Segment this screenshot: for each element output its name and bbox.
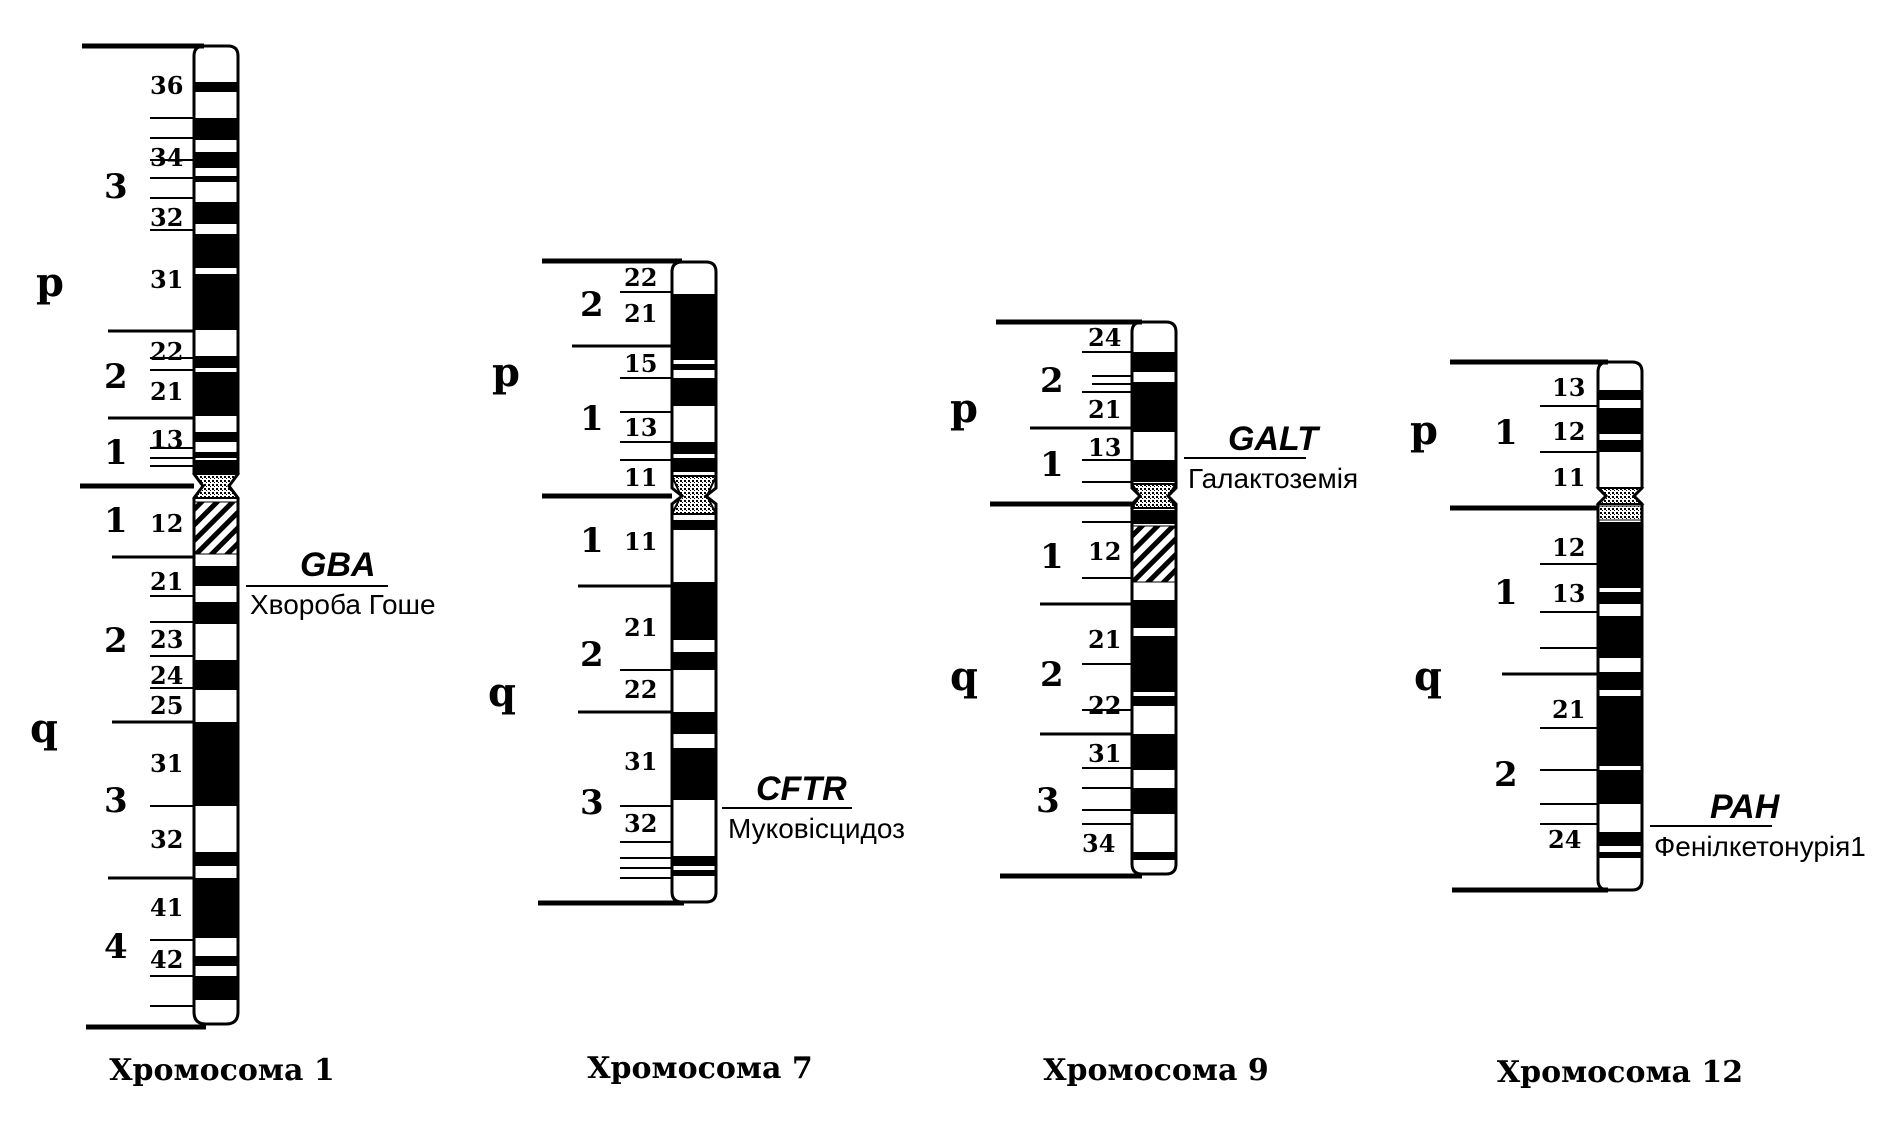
region-label: 3	[104, 781, 128, 821]
chromosome-9-outline	[1130, 320, 1178, 876]
chromosome-7-bands	[670, 294, 718, 876]
band-label: 25	[150, 691, 183, 720]
gene-symbol: GALT	[1228, 420, 1321, 458]
region-label: 3	[580, 783, 604, 823]
gene-disease: Галактоземія	[1188, 463, 1358, 494]
region-label: 1	[580, 399, 604, 439]
chromosome-1-outline	[192, 44, 240, 1026]
chromosome-7-outline	[670, 260, 718, 904]
region-label: 1	[104, 501, 128, 541]
band-label: 21	[150, 567, 183, 596]
region-label: 2	[1040, 655, 1064, 695]
chromosome-caption: Хромосома 9	[1043, 1053, 1268, 1088]
band-label: 21	[624, 613, 657, 642]
region-label: 2	[580, 635, 604, 675]
band-label: 22	[624, 675, 657, 704]
chromosome-9-bands	[1130, 352, 1178, 860]
region-label: 2	[1494, 755, 1518, 795]
arm-label-p: p	[950, 385, 978, 432]
band-label: 13	[150, 425, 183, 454]
band-label: 21	[1552, 695, 1585, 724]
gene-symbol: PAH	[1710, 788, 1781, 826]
band-label: 21	[1088, 625, 1121, 654]
gene-disease: Муковісцидоз	[728, 813, 905, 844]
band-label: 12	[1088, 537, 1121, 566]
band-label: 12	[1552, 533, 1585, 562]
arm-label-q: q	[488, 669, 516, 716]
band-label: 12	[150, 509, 183, 538]
band-label: 32	[624, 809, 657, 838]
band-label: 31	[1088, 739, 1121, 768]
band-label: 23	[150, 625, 183, 654]
band-label: 34	[1082, 829, 1115, 858]
arm-label-p: p	[492, 349, 520, 396]
band-label: 22	[1088, 691, 1121, 720]
arm-label-q: q	[30, 705, 58, 752]
arm-label-q: q	[1414, 653, 1442, 700]
region-label: 1	[1494, 573, 1518, 613]
chromosome-9: 24 21 13 12 21 22 31 34 2 1 1 2 3 p q GA…	[950, 319, 1358, 1088]
region-label: 3	[104, 167, 128, 207]
region-label: 1	[1040, 445, 1064, 485]
band-label: 13	[1552, 579, 1585, 608]
band-label: 31	[150, 265, 183, 294]
region-label: 1	[580, 521, 604, 561]
chromosome-1-bands	[192, 82, 240, 1000]
gene-disease: Фенілкетонурія1	[1654, 831, 1866, 862]
band-label: 34	[150, 143, 183, 172]
band-label: 13	[624, 413, 657, 442]
band-label: 12	[1552, 417, 1585, 446]
band-label: 32	[150, 203, 183, 232]
chromosome-7-band-ticks	[620, 291, 672, 879]
band-label: 11	[624, 463, 657, 492]
chromosome-12-outline	[1596, 360, 1644, 892]
chromosome-caption: Хромосома 1	[109, 1053, 334, 1088]
gene-disease: Хвороба Гоше	[250, 589, 436, 620]
chromosome-12-bands	[1595, 390, 1645, 858]
gene-symbol: CFTR	[756, 770, 847, 808]
region-label: 3	[1036, 781, 1060, 821]
band-label: 15	[624, 349, 657, 378]
chromosome-1: 36 34 32 31 22 21 13 12 21 23 24 25 31 3…	[30, 43, 436, 1088]
region-label: 2	[1040, 361, 1064, 401]
band-label: 21	[1088, 395, 1121, 424]
arm-label-p: p	[36, 259, 64, 306]
region-label: 2	[580, 285, 604, 325]
chromosome-7: 22 21 15 13 11 11 21 22 31 32 2 1 1 2 3 …	[488, 258, 905, 1086]
band-label: 21	[150, 377, 183, 406]
chromosome-9-band-ticks	[1082, 351, 1132, 825]
chromosome-12: 13 12 11 12 13 21 24 1 1 2 p q PAH Феніл…	[1410, 359, 1866, 1090]
band-label: 21	[624, 299, 657, 328]
region-label: 1	[104, 433, 128, 473]
band-label: 22	[150, 337, 183, 366]
band-label: 24	[150, 661, 183, 690]
band-label: 42	[150, 945, 183, 974]
region-label: 2	[104, 357, 128, 397]
arm-label-q: q	[950, 653, 978, 700]
band-label: 11	[624, 527, 657, 556]
band-label: 41	[150, 893, 183, 922]
band-label: 13	[1088, 433, 1121, 462]
chromosome-caption: Хромосома 12	[1497, 1055, 1743, 1090]
band-label: 24	[1548, 825, 1581, 854]
band-label: 13	[1552, 373, 1585, 402]
chromosome-12-band-ticks	[1540, 405, 1598, 825]
band-label: 31	[150, 749, 183, 778]
gene-symbol: GBA	[300, 546, 376, 584]
region-label: 1	[1494, 413, 1518, 453]
band-label: 31	[624, 747, 657, 776]
region-label: 4	[104, 927, 128, 967]
band-label: 36	[150, 71, 183, 100]
chromosome-1-band-ticks	[150, 117, 194, 1007]
region-label: 2	[104, 621, 128, 661]
band-label: 22	[624, 263, 657, 292]
chromosome-caption: Хромосома 7	[587, 1051, 812, 1086]
band-label: 32	[150, 825, 183, 854]
band-label: 11	[1552, 463, 1585, 492]
arm-label-p: p	[1410, 407, 1438, 454]
band-label: 24	[1088, 323, 1121, 352]
region-label: 1	[1040, 537, 1064, 577]
